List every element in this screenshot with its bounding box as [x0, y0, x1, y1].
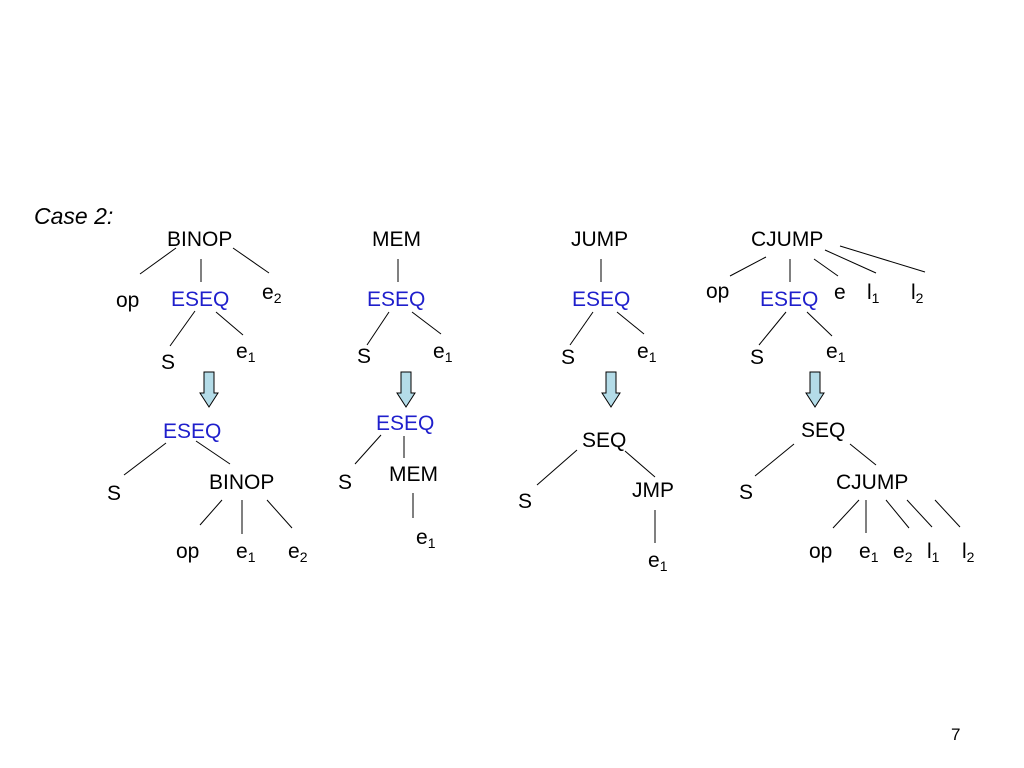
- edge: [169, 310, 196, 347]
- node-eseq: ESEQ: [376, 412, 435, 435]
- edge: [885, 499, 910, 529]
- edge: [411, 311, 442, 335]
- node-s: S: [338, 471, 353, 494]
- node-s: S: [518, 490, 533, 513]
- edge: [215, 311, 244, 336]
- edge: [754, 443, 795, 477]
- node-l1: l1: [867, 281, 880, 306]
- node-e1: e1: [416, 526, 436, 551]
- node-mem: MEM: [389, 463, 438, 486]
- node-op: op: [706, 280, 730, 303]
- node-l2: l2: [962, 540, 975, 565]
- node-l2: l2: [911, 281, 924, 306]
- down-arrow-icon: [601, 371, 621, 408]
- page-number: 7: [951, 725, 961, 744]
- edge: [616, 311, 645, 335]
- node-eseq: ESEQ: [572, 288, 631, 311]
- node-op: op: [176, 540, 200, 563]
- node-e2: e2: [288, 540, 308, 565]
- down-arrow-icon: [805, 371, 825, 408]
- node-op: op: [809, 540, 833, 563]
- edge: [813, 258, 839, 277]
- node-mem: MEM: [372, 228, 421, 251]
- node-cjump: CJUMP: [836, 471, 909, 494]
- node-op: op: [116, 289, 140, 312]
- node-e: e: [834, 281, 846, 304]
- node-e1: e1: [826, 340, 846, 365]
- edge: [624, 450, 656, 478]
- node-s: S: [357, 345, 372, 368]
- node-eseq: ESEQ: [760, 288, 819, 311]
- edge: [906, 499, 933, 528]
- edge: [354, 434, 382, 465]
- node-eseq: ESEQ: [171, 288, 230, 311]
- node-s: S: [161, 351, 176, 374]
- node-cjump: CJUMP: [751, 228, 824, 251]
- node-s: S: [739, 481, 754, 504]
- node-seq: SEQ: [801, 419, 846, 442]
- node-e1: e1: [859, 540, 879, 565]
- down-arrow-icon: [199, 371, 219, 408]
- node-e1: e1: [236, 540, 256, 565]
- node-e1: e1: [637, 340, 657, 365]
- edge: [266, 499, 293, 529]
- edge: [536, 449, 578, 486]
- node-binop: BINOP: [209, 471, 275, 494]
- node-seq: SEQ: [582, 429, 627, 452]
- edge: [195, 440, 231, 465]
- node-e2: e2: [262, 281, 282, 306]
- slide-title: Case 2:: [34, 203, 114, 229]
- node-e1: e1: [236, 340, 256, 365]
- edge: [366, 311, 390, 346]
- node-e1: e1: [433, 340, 453, 365]
- edge: [824, 249, 877, 274]
- edge: [839, 245, 926, 273]
- edge: [729, 256, 767, 277]
- node-jump: JUMP: [571, 228, 629, 251]
- node-eseq: ESEQ: [163, 420, 222, 443]
- node-jmp: JMP: [632, 479, 674, 502]
- node-e1: e1: [648, 549, 668, 574]
- edge: [123, 442, 167, 476]
- edge: [849, 443, 877, 466]
- edge: [758, 311, 787, 346]
- edge: [139, 247, 177, 275]
- edge: [832, 499, 860, 529]
- node-binop: BINOP: [167, 228, 233, 251]
- edge: [232, 247, 270, 274]
- node-eseq: ESEQ: [367, 288, 426, 311]
- edge: [806, 311, 833, 337]
- node-e2: e2: [893, 540, 913, 565]
- edge: [569, 311, 594, 346]
- node-l1: l1: [927, 540, 940, 565]
- node-s: S: [561, 346, 576, 369]
- down-arrow-icon: [396, 371, 416, 408]
- edge: [199, 499, 223, 526]
- edge: [934, 499, 961, 528]
- node-s: S: [750, 346, 765, 369]
- node-s: S: [107, 482, 122, 505]
